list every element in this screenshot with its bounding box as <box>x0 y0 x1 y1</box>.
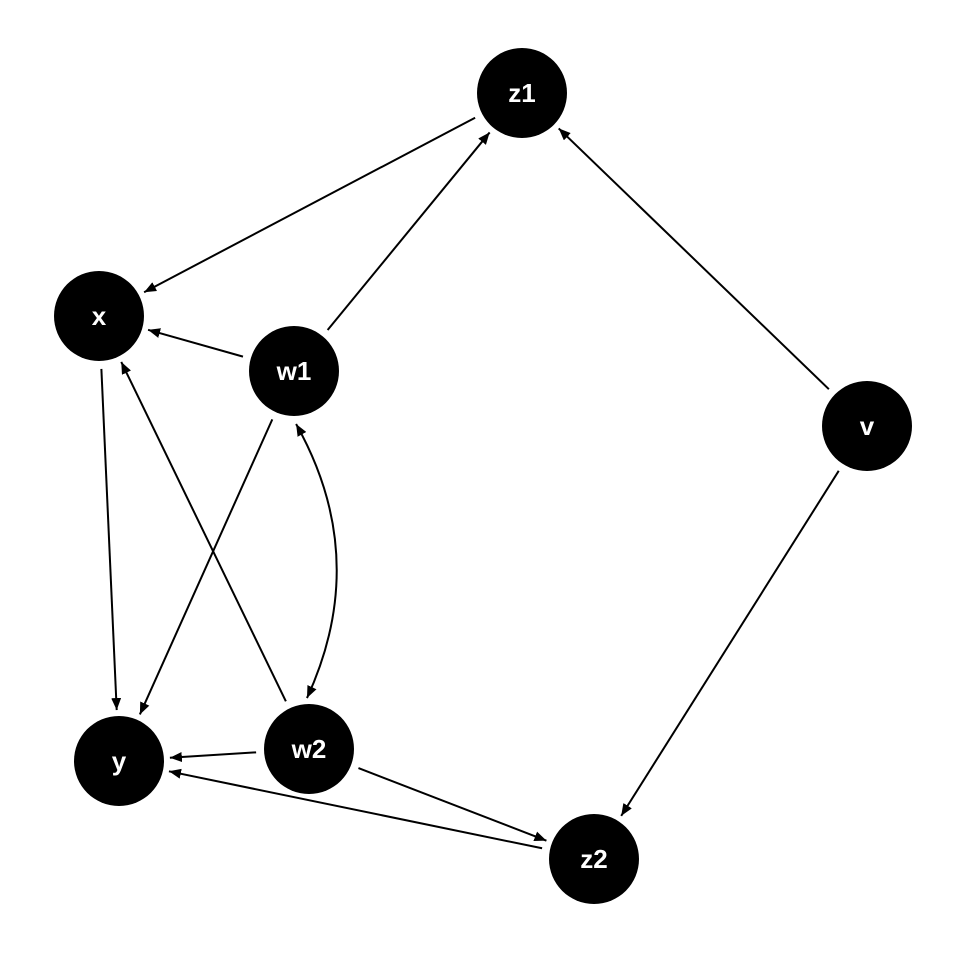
node-z1: z1 <box>477 48 567 138</box>
edge-z1-to-x <box>143 116 476 294</box>
node-w1: w1 <box>249 326 339 416</box>
edge-w2-to-z2 <box>358 767 547 842</box>
node-z2-circle <box>549 814 639 904</box>
node-w2-circle <box>264 704 354 794</box>
node-z2: z2 <box>549 814 639 904</box>
edge-w2-to-x <box>120 361 287 702</box>
node-w1-circle <box>249 326 339 416</box>
edge-x-to-y <box>100 368 122 711</box>
edge-w1-to-y <box>138 418 274 715</box>
node-y-label: y <box>112 746 127 776</box>
node-v: v <box>822 381 912 471</box>
node-v-circle <box>822 381 912 471</box>
node-x-label: x <box>92 301 107 331</box>
node-y-circle <box>74 716 164 806</box>
edge-w1-to-w2 <box>295 423 338 699</box>
edge-w1-to-x <box>147 328 244 358</box>
edge-w1-to-z1 <box>326 131 491 331</box>
node-z2-label: z2 <box>580 844 607 874</box>
edges-layer <box>100 116 840 850</box>
node-w2-label: w2 <box>291 734 327 764</box>
node-v-label: v <box>860 411 875 441</box>
node-z1-label: z1 <box>508 78 535 108</box>
node-w2: w2 <box>264 704 354 794</box>
node-w1-label: w1 <box>276 356 312 386</box>
node-x-circle <box>54 271 144 361</box>
node-y: y <box>74 716 164 806</box>
nodes-layer: z1 x w1 v y w2 z2 <box>54 48 912 904</box>
node-z1-circle <box>477 48 567 138</box>
edge-w2-to-y <box>169 751 257 763</box>
node-x: x <box>54 271 144 361</box>
edge-z2-to-y <box>168 768 543 850</box>
edge-v-to-z1 <box>558 127 830 390</box>
edge-v-to-z2 <box>620 470 840 817</box>
